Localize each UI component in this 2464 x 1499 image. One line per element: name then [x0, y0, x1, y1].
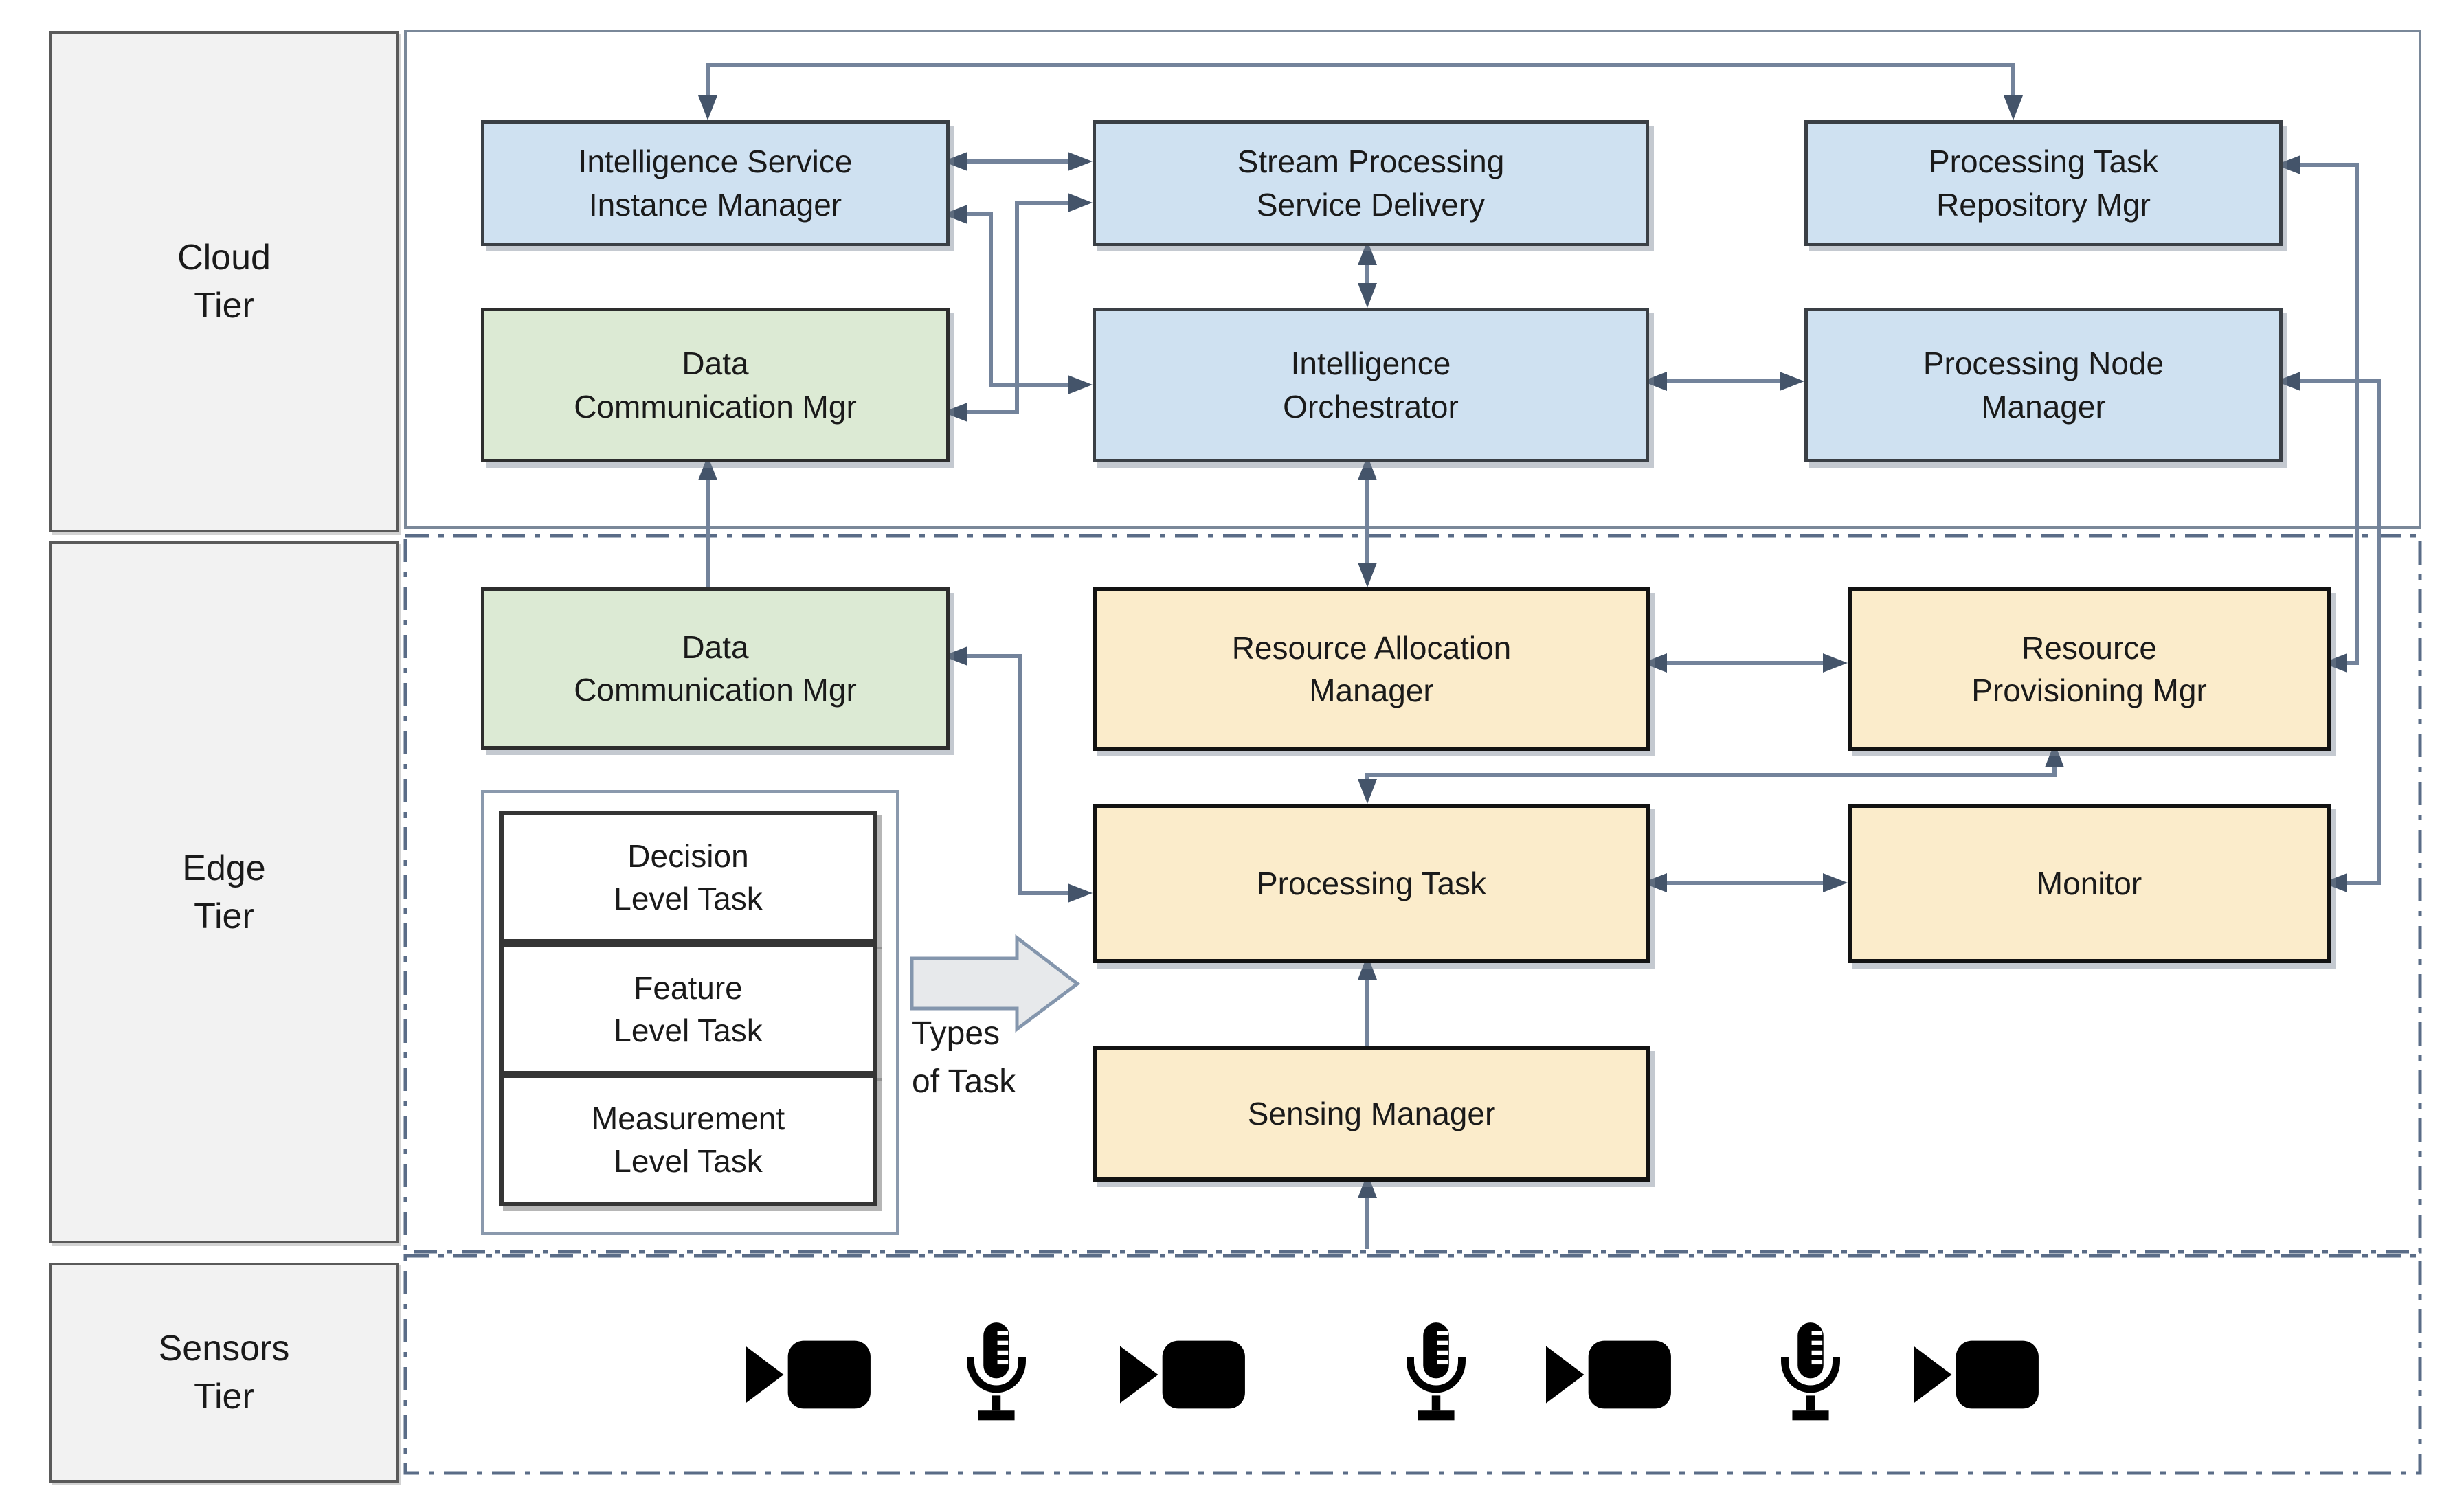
box-label: Resource Provisioning Mgr — [1971, 629, 2207, 708]
tier-label-sensors-text: Sensors Tier — [158, 1328, 290, 1417]
microphone-glyph — [967, 1322, 1026, 1421]
video-camera-icon — [1546, 1336, 1673, 1413]
box-intelligence-orchestrator: Intelligence Orchestrator — [1093, 308, 1649, 462]
box-label: Intelligence Orchestrator — [1283, 346, 1459, 425]
box-data-communication-mgr-cloud: Data Communication Mgr — [481, 308, 950, 462]
sensors-tier-region — [403, 1254, 2422, 1475]
box-resource-provisioning-mgr: Resource Provisioning Mgr — [1848, 587, 2331, 751]
box-processing-task-repository-mgr: Processing Task Repository Mgr — [1804, 120, 2283, 246]
cloud-tier-region — [404, 30, 2421, 529]
box-label: Intelligence Service Instance Manager — [578, 144, 853, 223]
video-camera-icon — [746, 1336, 873, 1413]
box-measurement-level-task: Measurement Level Task — [499, 1073, 877, 1206]
box-label: Feature Level Task — [614, 969, 763, 1048]
box-stream-processing-service-delivery: Stream Processing Service Delivery — [1093, 120, 1649, 246]
box-label: Resource Allocation Manager — [1231, 629, 1512, 708]
video-camera-icon — [1914, 1336, 2041, 1413]
tier-label-cloud-text: Cloud Tier — [177, 237, 271, 326]
box-sensing-manager: Sensing Manager — [1093, 1046, 1650, 1182]
video-camera-icon — [1120, 1336, 1247, 1413]
box-processing-task: Processing Task — [1093, 804, 1650, 963]
microphone-icon — [1402, 1320, 1470, 1423]
video-camera-glyph — [746, 1340, 871, 1409]
edge-tier-region — [403, 534, 2422, 1254]
box-label: Data Communication Mgr — [574, 629, 857, 708]
box-monitor: Monitor — [1848, 804, 2331, 963]
box-label: Processing Task Repository Mgr — [1928, 144, 2159, 223]
tier-label-edge: Edge Tier — [49, 541, 399, 1243]
video-camera-glyph — [1120, 1340, 1245, 1409]
microphone-glyph — [1781, 1322, 1840, 1421]
box-resource-allocation-manager: Resource Allocation Manager — [1093, 587, 1650, 751]
tier-label-edge-text: Edge Tier — [182, 848, 266, 936]
box-label: Data Communication Mgr — [574, 346, 857, 425]
box-feature-level-task: Feature Level Task — [499, 943, 877, 1076]
box-decision-level-task: Decision Level Task — [499, 811, 877, 944]
box-label: Sensing Manager — [1247, 1095, 1496, 1131]
types-of-task-label: Types of Task — [912, 1015, 1016, 1100]
box-label: Processing Task — [1256, 865, 1487, 901]
tier-label-sensors: Sensors Tier — [49, 1263, 399, 1483]
box-label: Monitor — [2036, 865, 2142, 901]
box-label: Measurement Level Task — [591, 1100, 785, 1179]
types-of-task-arrow — [910, 934, 1081, 1033]
microphone-icon — [962, 1320, 1031, 1423]
box-processing-node-manager: Processing Node Manager — [1804, 308, 2283, 462]
box-label: Decision Level Task — [614, 837, 763, 916]
microphone-icon — [1776, 1320, 1845, 1423]
connector-lines — [706, 63, 2381, 1249]
box-data-communication-mgr-edge: Data Communication Mgr — [481, 587, 950, 749]
video-camera-glyph — [1914, 1340, 2039, 1409]
box-label: Stream Processing Service Delivery — [1237, 144, 1505, 223]
tier-label-cloud: Cloud Tier — [49, 31, 399, 532]
box-intelligence-service-instance-manager: Intelligence Service Instance Manager — [481, 120, 950, 246]
microphone-glyph — [1407, 1322, 1466, 1421]
connector-arrowheads — [698, 95, 2347, 1198]
box-label: Processing Node Manager — [1923, 346, 2164, 425]
video-camera-glyph — [1546, 1340, 1671, 1409]
